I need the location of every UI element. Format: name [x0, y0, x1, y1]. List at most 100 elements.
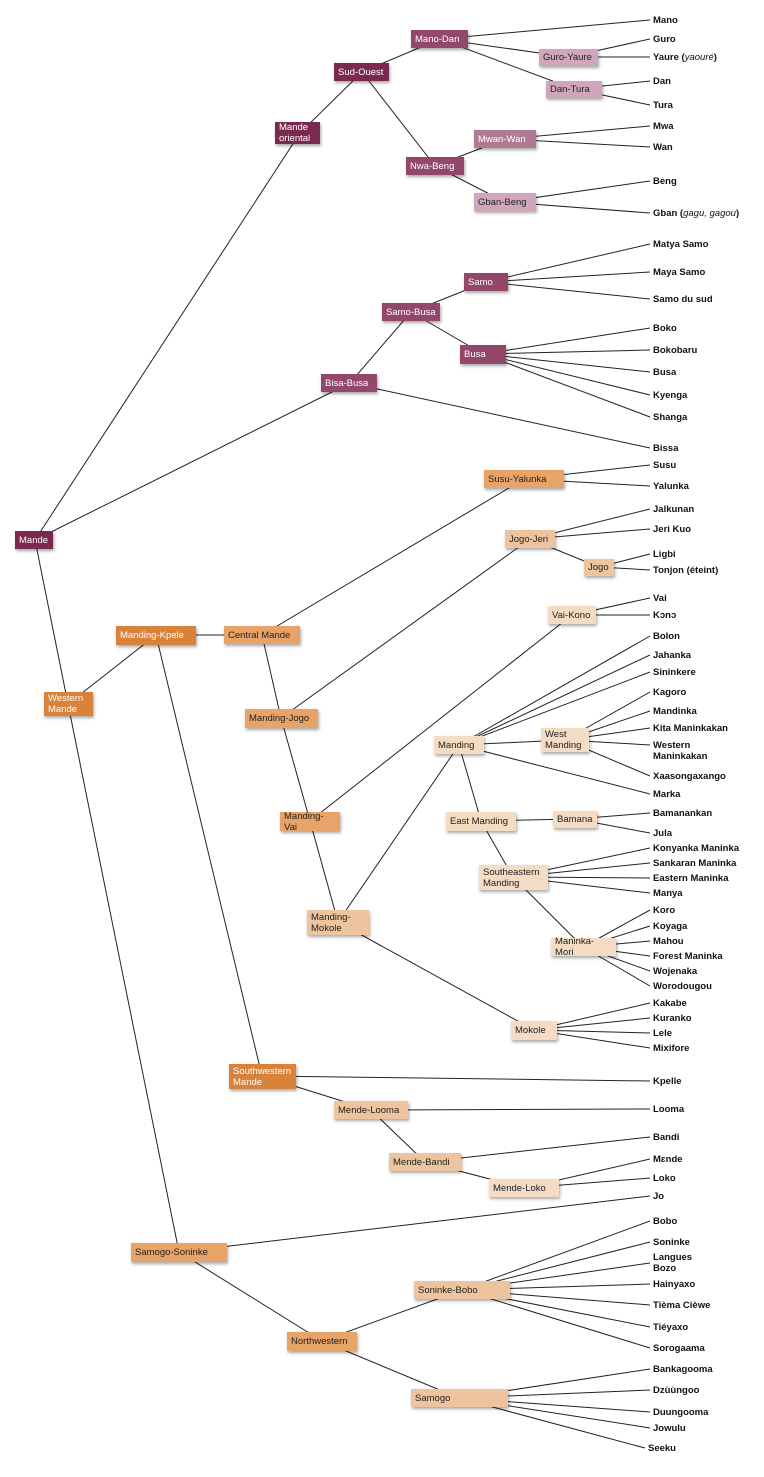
leaf-guro: Guro — [653, 34, 676, 45]
leaf-eastern-maninka: Eastern Maninka — [653, 873, 729, 884]
tree-edge — [439, 19, 651, 40]
node-manding-kpele: Manding-Kpele — [116, 626, 196, 645]
node-bamana: Bamana — [553, 811, 597, 828]
node-mende-looma: Mende-Looma — [334, 1101, 408, 1119]
leaf-forest-maninka: Forest Maninka — [653, 951, 723, 962]
node-mande: Mande — [15, 531, 53, 549]
tree-edge — [361, 71, 436, 167]
tree-edge — [34, 132, 301, 541]
node-samo-busa: Samo-Busa — [382, 303, 440, 321]
leaf-hainyaxo: Hainyaxo — [653, 1279, 696, 1290]
leaf-wojenaka: Wojenaka — [653, 966, 698, 977]
leaf-jeri-kuo: Jeri Kuo — [653, 524, 692, 535]
leaf-bolon: Bolon — [653, 631, 680, 642]
leaf-koyaga: Koyaga — [653, 921, 688, 932]
leaf-worodougou: Worodougou — [653, 981, 712, 992]
tree-edge — [482, 353, 651, 418]
tree-edge — [461, 1220, 651, 1291]
tree-edge — [485, 243, 651, 283]
node-dan-tura: Dan-Tura — [546, 81, 602, 98]
node-samogo: Samogo — [411, 1389, 508, 1407]
node-busa: Busa — [460, 345, 506, 364]
leaf-bissa: Bissa — [653, 443, 679, 454]
leaf-yaure-name: Yaure — [653, 52, 679, 63]
leaf-gban-alt: gagu, gagou — [683, 208, 736, 219]
tree-edge — [34, 382, 351, 541]
leaf-matya-samo: Matya Samo — [653, 239, 709, 250]
node-jogo-jeri: Jogo-Jeri — [505, 530, 555, 548]
node-mande-oriental: Mande oriental — [275, 122, 320, 144]
node-western-mande: Western Mande — [44, 692, 93, 716]
tree-edge — [155, 634, 263, 1077]
leaf-sorogaama: Sorogaama — [653, 1343, 705, 1354]
tree-edge — [349, 311, 412, 384]
tree-edge — [280, 717, 311, 822]
leaf-lele: Lele — [653, 1028, 673, 1039]
leaf-kpelle: Kpelle — [653, 1076, 682, 1087]
tree-edge — [349, 382, 651, 449]
node-mokole: Mokole — [511, 1021, 557, 1040]
leaf-tieyaxo: Tiéyaxo — [653, 1322, 689, 1333]
leaf-mende: Mɛnde — [653, 1154, 683, 1165]
leaf-bobo: Bobo — [653, 1216, 678, 1227]
tree-edge — [337, 744, 460, 923]
leaf-marka: Marka — [653, 789, 681, 800]
tree-edge — [370, 1108, 651, 1111]
leaf-seeku: Seeku — [648, 1443, 676, 1454]
node-jogo: Jogo — [584, 559, 614, 576]
tree-edge — [261, 1075, 651, 1082]
leaf-bandi: Bandi — [653, 1132, 680, 1143]
leaf-kono: Kɔnɔ — [653, 610, 677, 621]
node-mende-bandi: Mende-Bandi — [389, 1153, 461, 1171]
leaf-boko: Boko — [653, 323, 677, 334]
node-sud-ouest: Sud-Ouest — [334, 63, 389, 81]
node-mende-loko: Mende-Loko — [489, 1179, 559, 1197]
leaf-western-maninkakan: Western Maninkakan — [653, 740, 708, 762]
node-gban-beng: Gban-Beng — [474, 193, 536, 211]
tree-edge — [458, 654, 651, 746]
tree-edge — [261, 478, 525, 636]
leaf-duungooma: Duungooma — [653, 1407, 709, 1418]
tree-edge — [458, 671, 651, 746]
leaf-tiema-ciewe: Tièma Cièwe — [653, 1300, 711, 1311]
leaf-jo: Jo — [653, 1191, 665, 1202]
leaf-dan: Dan — [653, 76, 671, 87]
node-east-manding: East Manding — [446, 812, 516, 831]
tree-edge — [178, 1251, 323, 1342]
leaf-mwa: Mwa — [653, 121, 674, 132]
node-bisa-busa: Bisa-Busa — [321, 374, 377, 392]
tree-edge — [67, 703, 180, 1253]
leaf-sininkere: Sininkere — [653, 667, 696, 678]
leaf-kuranko: Kuranko — [653, 1013, 692, 1024]
leaf-mixifore: Mixifore — [653, 1043, 690, 1054]
tree-edge — [280, 538, 531, 719]
leaf-langues-bozo: Langues Bozo — [653, 1252, 693, 1274]
node-manding-mokole: Manding- Mokole — [307, 910, 369, 935]
leaf-mandinka: Mandinka — [653, 706, 697, 717]
node-susu-yalunka: Susu-Yalunka — [484, 470, 564, 488]
tree-edge — [482, 353, 651, 396]
tree-edge — [461, 1289, 651, 1349]
leaf-ligbi: Ligbi — [653, 549, 676, 560]
node-west-manding: West Manding — [541, 728, 589, 752]
leaf-yalunka: Yalunka — [653, 481, 689, 492]
node-samogo-soninke: Samogo-Soninke — [131, 1243, 227, 1262]
leaf-jalkunan: Jalkunan — [653, 504, 695, 515]
node-guro-yaure: Guro-Yaure — [539, 49, 598, 66]
leaf-bankagooma: Bankagooma — [653, 1364, 713, 1375]
node-vai-kono: Vai-Kono — [548, 606, 596, 624]
node-manding: Manding — [434, 736, 484, 754]
tree-edge — [482, 349, 651, 355]
node-mano-dan: Mano-Dan — [411, 30, 468, 48]
leaf-mahou: Mahou — [653, 936, 684, 947]
leaf-bamanankan: Bamanankan — [653, 808, 713, 819]
leaf-yaure-alt: yaouré — [684, 52, 714, 63]
tree-edge — [485, 271, 651, 283]
leaf-susu: Susu — [653, 460, 677, 471]
tree-edge — [309, 614, 573, 822]
leaf-tonjon: Tonjon (éteint) — [653, 565, 719, 576]
leaf-manya: Manya — [653, 888, 683, 899]
leaf-dzuungoo: Dzùùngoo — [653, 1385, 700, 1396]
